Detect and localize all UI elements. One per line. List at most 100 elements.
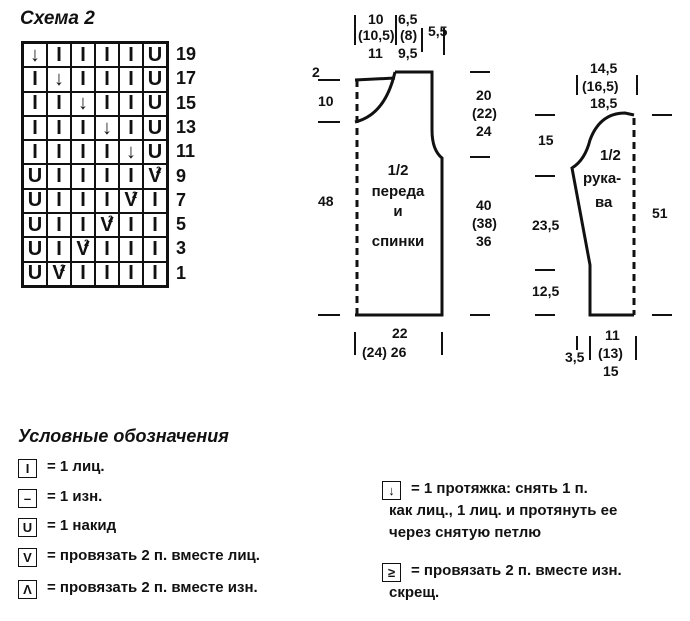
legend-text-2: как лиц., 1 лиц. и протянуть ее — [389, 502, 618, 519]
dim-bottom: 22 — [392, 325, 408, 341]
knit-stitch-icon: I — [143, 261, 167, 286]
knit-stitch-icon: I — [23, 67, 47, 92]
knit-stitch-icon: I — [143, 188, 167, 214]
sleeve-label: 1/2 — [600, 147, 621, 164]
knit-stitch-icon: I — [95, 237, 119, 262]
row-number: 9 — [176, 165, 187, 186]
knit-stitch-icon: I — [71, 213, 95, 238]
scheme-title: Схема 2 — [20, 8, 95, 29]
knit-stitch-icon: I — [119, 67, 143, 92]
body-label-4: спинки — [372, 233, 424, 250]
knit-stitch-icon: I — [71, 261, 95, 286]
sleeve-label-2: рука- — [583, 170, 621, 187]
knit-stitch-icon: I — [95, 164, 119, 189]
slip-stitch-icon: ↓ — [23, 43, 47, 68]
legend-item-p2tog: Λ= провязать 2 п. вместе изн. — [18, 579, 258, 599]
knit-stitch-icon: I — [119, 237, 143, 262]
knit-stitch-icon: I — [71, 140, 95, 165]
slip-stitch-icon: ↓ — [119, 140, 143, 165]
knit-stitch-icon: I — [119, 43, 143, 68]
legend-text-3: через снятую петлю — [389, 524, 542, 541]
knit-stitch-icon: I — [71, 67, 95, 92]
row-number: 15 — [176, 92, 197, 113]
p2tog-symbol-icon: Λ — [18, 580, 37, 599]
yo-stitch-icon: U — [143, 43, 167, 68]
dim-sleeve-top-alt2: 18,5 — [590, 95, 617, 111]
yarn-over-symbol-icon: U — [18, 518, 37, 537]
knit-stitch-icon: I — [119, 164, 143, 189]
dim-neck-alt2: 9,5 — [398, 45, 418, 61]
knit-stitch-icon: I — [47, 43, 71, 68]
row-number: 13 — [176, 116, 197, 137]
knit-symbol-icon: I — [18, 459, 37, 478]
slip-stitch-icon: ↓ — [95, 115, 119, 141]
yo-stitch-icon: U — [23, 164, 47, 189]
knit-stitch-icon: I — [47, 140, 71, 165]
dim-neck: 6,5 — [398, 11, 418, 27]
yo-stitch-icon: U — [23, 213, 47, 238]
p2tog-tbl-symbol-icon: ≥ — [382, 563, 401, 582]
knit-stitch-icon: I — [143, 237, 167, 262]
legend-item-purl: –= 1 изн. — [18, 488, 103, 508]
knit-stitch-icon: I — [47, 91, 71, 116]
knit-stitch-icon: I — [95, 188, 119, 214]
knit-stitch-icon: I — [71, 115, 95, 141]
dim-neck-depth: 10 — [318, 93, 334, 109]
dim-mid: 23,5 — [532, 217, 559, 233]
body-label-2: переда — [372, 183, 425, 200]
legend-item-p2tog-tbl: ≥ = провязать 2 п. вместе изн. скрещ. — [382, 562, 622, 604]
knit-stitch-icon: I — [23, 115, 47, 141]
dim-sleeve-bottom-alt2: 15 — [603, 363, 619, 379]
dim-sleeve-bottom-alt: (13) — [598, 345, 623, 361]
knit-stitch-icon: I — [47, 213, 71, 238]
knit-stitch-icon: I — [71, 164, 95, 189]
slip-stitch-icon: ↓ — [71, 91, 95, 116]
dim-armhole-alt2: 24 — [476, 123, 492, 139]
dim-cuff: 12,5 — [532, 283, 559, 299]
knit-stitch-icon: I — [95, 67, 119, 92]
legend-text: = 1 протяжка: снять 1 п. — [411, 480, 588, 497]
knit-stitch-icon: I — [47, 115, 71, 141]
knit-stitch-icon: I — [143, 213, 167, 238]
body-label-3: и — [393, 203, 402, 220]
knit-stitch-icon: I — [47, 164, 71, 189]
legend-item-yarn-over: U = 1 накид — [18, 517, 117, 537]
knit-stitch-icon: I — [47, 188, 71, 214]
knit-stitch-icon: I — [23, 140, 47, 165]
body-label: 1/2 — [388, 162, 409, 179]
row-number: 7 — [176, 189, 187, 210]
dim-shoulder: 10 — [368, 11, 384, 27]
legend-text: = 1 изн. — [47, 488, 103, 505]
dim-side-alt: (38) — [472, 215, 497, 231]
dim-neck-alt: (8) — [400, 27, 417, 43]
yo-stitch-icon: U — [143, 140, 167, 165]
row-number: 17 — [176, 68, 197, 89]
sleeve-outline — [570, 111, 635, 317]
dim-bottom-alt: (24) 26 — [362, 344, 407, 360]
yo-stitch-icon: U — [23, 188, 47, 214]
dim-armhole-alt: (22) — [472, 105, 497, 121]
dim-top-right: 5,5 — [428, 23, 448, 39]
sleeve-label-3: ва — [595, 194, 613, 211]
knit-stitch-icon: I — [119, 91, 143, 116]
dim-armhole: 20 — [476, 87, 492, 103]
dim-height: 48 — [318, 193, 334, 209]
legend-text: = провязать 2 п. вместе изн. — [411, 562, 622, 579]
knit-stitch-icon: I — [23, 91, 47, 116]
yo-stitch-icon: U — [143, 115, 167, 141]
sleeve-schematic: 14,5 (16,5) 18,5 15 23,5 12,5 51 11 (13)… — [532, 60, 672, 379]
legend-text-2: скрещ. — [389, 584, 440, 601]
row-number: 19 — [176, 44, 197, 64]
dim-cap: 15 — [538, 132, 554, 148]
dim-side: 40 — [476, 197, 492, 213]
purl-symbol-icon: – — [18, 489, 37, 508]
legend-text: = 1 накид — [47, 517, 117, 534]
body-schematic: 10 (10,5) 11 6,5 (8) 9,5 5,5 2 10 48 20 … — [312, 11, 497, 360]
